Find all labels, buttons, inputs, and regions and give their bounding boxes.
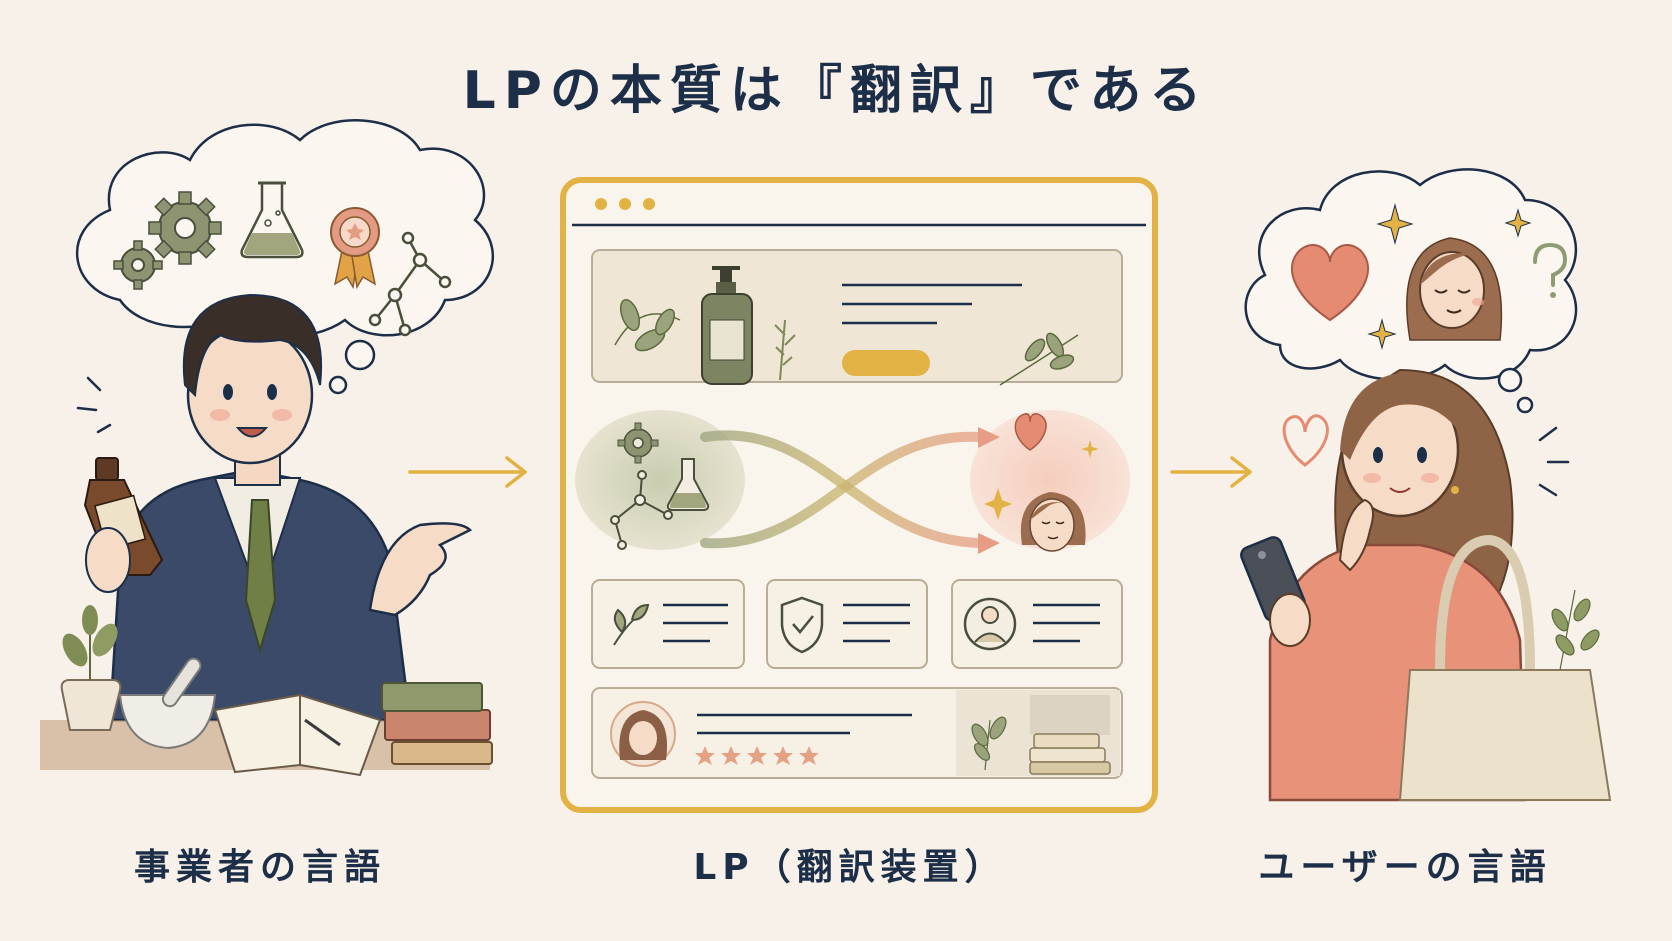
shield-check-icon [780,596,824,654]
avatar [610,701,676,767]
thought-bubble-dot [1497,367,1523,393]
molecule-icon [610,470,673,550]
cta-button-placeholder [842,350,930,376]
feature-card [591,579,745,669]
user-thought-cloud [1244,168,1578,414]
business-person-illustration [76,293,473,722]
product-photo [956,690,1120,776]
sparkle-icon [1081,440,1099,458]
desk-items [40,605,493,777]
user-face-icon [1020,492,1086,552]
star-icon [747,746,767,765]
award-ribbon-icon [330,207,380,290]
star-icon [721,746,741,765]
notebook-icon [213,693,382,777]
lp-translation-section [575,410,1130,554]
leaf-icon [613,603,650,646]
headline-placeholder [842,283,1022,325]
arrow-right-icon [408,456,527,488]
question-icon [1533,242,1568,298]
books-icon [381,682,493,765]
feature-card [951,579,1123,669]
sparkle-icon [1504,208,1532,238]
caption-user-language: ユーザーの言語 [1258,847,1552,888]
arrow-right-icon [1170,456,1252,488]
thought-bubble-dot [344,339,376,371]
page-title: LPの本質は『翻訳』である [462,61,1210,121]
thought-bubble-dot [1516,396,1534,414]
star-icon [695,746,715,765]
lp-hero-section [591,249,1123,386]
lp-testimonial-section [591,687,1123,779]
sparkle-icon [984,488,1012,520]
sparkle-icon [1367,318,1397,350]
user-face-icon [1406,237,1503,341]
gear-icon [113,240,163,290]
leaf-icon [999,332,1079,386]
sparkle-icon [1376,203,1414,245]
star-icon [799,746,819,765]
plant-icon [60,605,122,731]
product-bottle-icon [701,266,753,385]
business-thought-cloud [75,119,494,395]
gear-icon [148,191,222,265]
heart-icon [1282,414,1329,467]
star-icon [773,746,793,765]
mortar-pestle-icon [118,657,217,750]
flask-icon [666,458,710,511]
tote-bag-icon [1398,534,1612,801]
lp-browser-window [560,177,1158,813]
gear-icon [617,422,659,464]
leaf-icon [614,298,681,352]
heart-icon [1014,413,1047,451]
rating-stars [695,746,819,765]
heart-icon [1290,244,1370,322]
user-person-illustration [1240,368,1612,802]
user-profile-icon [963,597,1017,651]
caption-business-language: 事業者の言語 [133,847,386,888]
feature-card [766,579,928,669]
flask-icon [240,181,304,259]
thought-bubble-dot [328,375,348,395]
window-controls [595,198,655,210]
caption-lp-translator: LP（翻訳装置） [693,847,1007,888]
molecule-icon [368,231,452,337]
